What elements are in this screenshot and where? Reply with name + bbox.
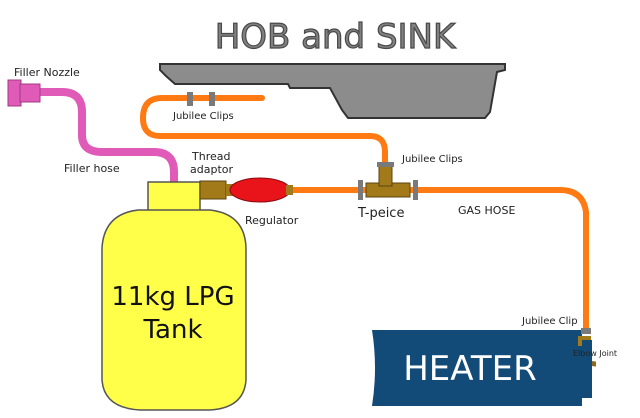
label-jubilee-clip-heater: Jubilee Clip bbox=[521, 316, 578, 327]
label-elbow-joint: Elbow Joint bbox=[573, 349, 617, 358]
label-jubilee-clips-hob: Jubilee Clips bbox=[172, 111, 234, 122]
heater-label: HEATER bbox=[403, 349, 537, 389]
gas-hose-to-heater bbox=[407, 187, 589, 333]
tank-label-line2: Tank bbox=[142, 315, 202, 345]
label-filler-nozzle: Filler Nozzle bbox=[14, 66, 80, 79]
gas-hose-to-hob bbox=[139, 95, 388, 183]
label-regulator: Regulator bbox=[245, 214, 299, 227]
label-filler-hose: Filler hose bbox=[64, 162, 120, 175]
diagram-title: HOB and SINK bbox=[215, 17, 457, 57]
thread-adaptor bbox=[199, 180, 227, 200]
jubilee-clips-hob bbox=[187, 92, 215, 106]
filler-hose bbox=[38, 88, 178, 184]
hob-and-sink-unit bbox=[159, 63, 506, 119]
label-t-piece: T-peice bbox=[357, 206, 404, 221]
label-jubilee-clips-tee: Jubilee Clips bbox=[401, 154, 463, 165]
tank-label-line1: 11kg LPG bbox=[111, 282, 234, 312]
regulator bbox=[226, 177, 293, 203]
elbow-joint bbox=[578, 328, 597, 398]
heater: HEATER bbox=[372, 330, 582, 406]
t-piece bbox=[358, 162, 418, 200]
label-thread-adaptor-line1: Thread bbox=[191, 150, 230, 163]
label-thread-adaptor-line2: adaptor bbox=[190, 163, 233, 176]
lpg-tank: 11kg LPG Tank bbox=[101, 181, 247, 411]
filler-nozzle bbox=[7, 79, 41, 107]
label-gas-hose: GAS HOSE bbox=[458, 204, 515, 217]
